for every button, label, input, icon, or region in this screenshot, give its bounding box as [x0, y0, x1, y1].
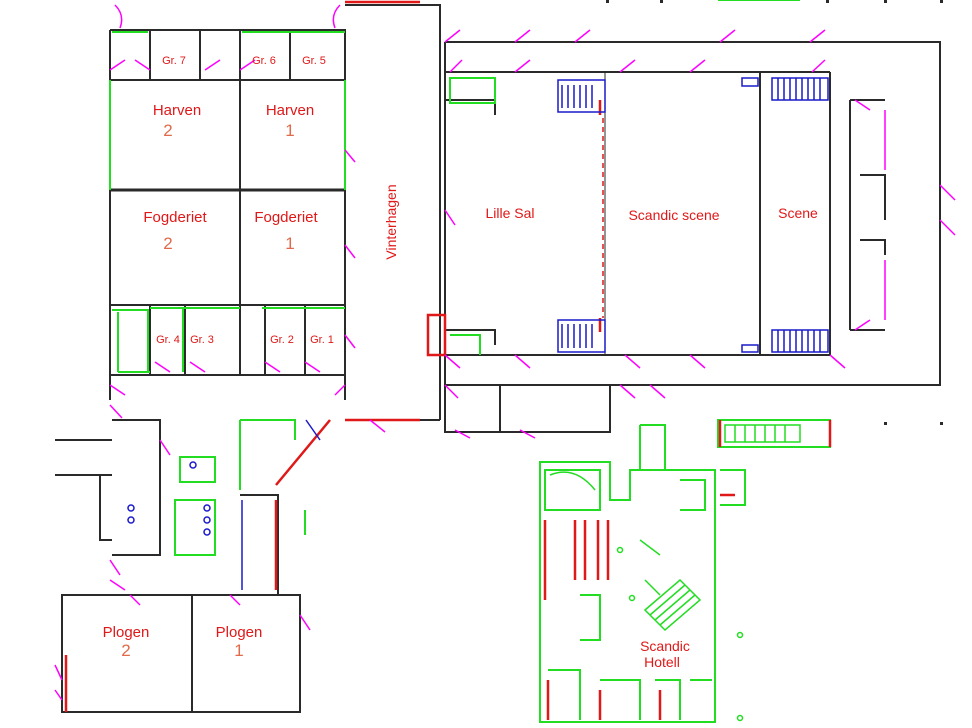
room-scandic-hotell-line2: Hotell [644, 654, 680, 670]
stairs [241, 77, 829, 590]
room-gr-4: Gr. 4 [156, 334, 180, 346]
room-fogderiet-2-name: Fogderiet [143, 209, 207, 226]
room-gr-2: Gr. 2 [270, 334, 294, 346]
room-vinterhagen: Vinterhagen [383, 184, 399, 259]
room-plogen-1-name: Plogen [216, 624, 263, 641]
room-lille-sal: Lille Sal [485, 205, 534, 221]
hotel-stairs [549, 424, 801, 632]
room-scandic-hotell-line1: Scandic [640, 638, 690, 654]
room-outlines-green [109, 31, 346, 556]
room-labels: Harven 2 Harven 1 Fogderiet 2 Fogderiet … [103, 102, 818, 670]
room-fogderiet-1-name: Fogderiet [254, 209, 318, 226]
room-harven-2-name: Harven [153, 102, 201, 119]
toilet-icons [127, 461, 211, 536]
room-harven-1-name: Harven [266, 102, 314, 119]
room-gr-3: Gr. 3 [190, 334, 214, 346]
marker-dots [606, 0, 943, 425]
room-plogen-2-number: 2 [121, 641, 130, 660]
room-plogen-2-name: Plogen [103, 624, 150, 641]
room-fogderiet-2-number: 2 [163, 234, 172, 253]
room-gr-5: Gr. 5 [302, 55, 326, 67]
room-gr-6: Gr. 6 [252, 55, 276, 67]
room-gr-1: Gr. 1 [310, 334, 334, 346]
room-scene: Scene [778, 205, 818, 221]
room-plogen-1-number: 1 [234, 641, 243, 660]
room-gr-7: Gr. 7 [162, 55, 186, 67]
room-harven-2-number: 2 [163, 121, 172, 140]
room-harven-1-number: 1 [285, 121, 294, 140]
scandic-hotel-outline [449, 0, 831, 723]
green-dots [616, 546, 744, 722]
group-room-labels: Gr. 7 Gr. 6 Gr. 5 Gr. 4 Gr. 3 Gr. 2 Gr. … [156, 55, 334, 346]
room-scandic-scene: Scandic scene [628, 207, 719, 223]
doors [54, 4, 956, 701]
room-fogderiet-1-number: 1 [285, 234, 294, 253]
